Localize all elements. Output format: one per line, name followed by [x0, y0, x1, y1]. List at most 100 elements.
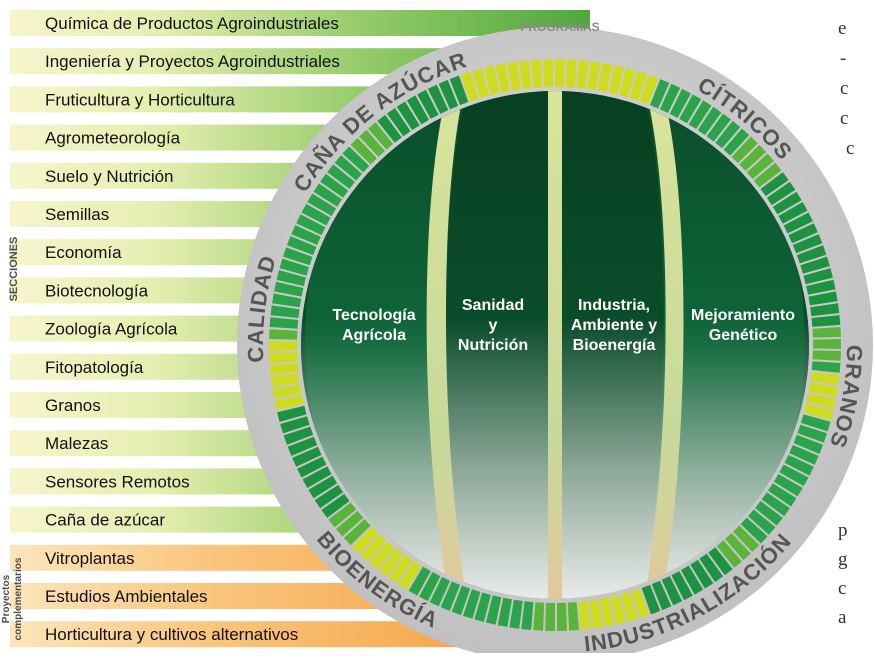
ring-segment: [368, 122, 394, 150]
ring-segment: [679, 94, 702, 124]
ring-segment: [509, 599, 523, 629]
ring-segment: [812, 327, 841, 338]
section-label: Granos: [45, 396, 101, 415]
ring-segment: [406, 95, 430, 125]
ring-segment: [334, 155, 362, 181]
ring-segment: [451, 585, 471, 616]
ring-segment: [598, 63, 613, 93]
ring-segment: [485, 595, 502, 625]
ring-segment: [797, 424, 828, 443]
complementary-project-label: Estudios Ambientales: [45, 587, 208, 606]
ring-segment: [533, 602, 545, 631]
ring-segment: [350, 137, 377, 165]
ring-segment: [359, 129, 385, 157]
ring-segment: [308, 475, 338, 499]
section-label: Fitopatología: [45, 358, 144, 377]
ring-segment: [438, 79, 459, 110]
ring-segment: [269, 352, 298, 363]
ring-segment: [272, 384, 302, 399]
ring-segment: [587, 61, 601, 91]
ring-segment: [531, 59, 543, 88]
ring-segment: [369, 541, 395, 570]
ring-segment: [773, 474, 803, 497]
ring-segment: [408, 566, 431, 596]
ring-segment: [320, 173, 349, 198]
core-area-label-industria: Ambiente y: [571, 317, 657, 334]
ring-segment: [274, 395, 304, 411]
section-label: Suelo y Nutrición: [45, 167, 174, 186]
ring-segment: [639, 74, 659, 105]
ring-segment: [269, 317, 299, 329]
ring-segment: [567, 602, 579, 631]
ring-segment: [419, 572, 441, 602]
ring-segment: [690, 559, 714, 589]
edge-text-fragment: g: [838, 549, 848, 570]
core-area-label-mejoramiento: Genético: [709, 327, 778, 344]
ring-segment: [276, 270, 306, 287]
section-label: Economía: [45, 243, 122, 262]
ring-segment: [272, 293, 302, 308]
ring-segment: [336, 510, 364, 537]
ring-segment: [688, 100, 712, 130]
ring-segment: [804, 403, 834, 420]
ring-segment: [270, 373, 300, 387]
ring-segment: [760, 172, 789, 197]
ring-segment: [699, 553, 724, 583]
ring-segment: [302, 466, 332, 488]
ring-segment: [286, 236, 317, 256]
ring-segment: [545, 602, 555, 631]
ring-segment: [610, 594, 627, 625]
ring-segment: [753, 162, 782, 188]
ring-segment: [576, 60, 589, 89]
ring-segment: [519, 60, 532, 90]
edge-text-fragment: c: [838, 578, 847, 599]
ring-segment: [328, 502, 357, 528]
ring-segment: [388, 554, 413, 584]
edge-text-fragment: c: [846, 138, 855, 159]
ring-segment: [661, 576, 683, 606]
ring-segment: [629, 71, 648, 101]
ring-segment: [269, 363, 299, 375]
ring-segment: [472, 68, 489, 99]
ring-segment: [793, 434, 824, 454]
ring-segment: [731, 136, 758, 164]
ring-segment: [739, 144, 767, 171]
ring-segment: [621, 591, 638, 622]
ring-segment: [429, 576, 451, 607]
programas-header: PROGRAMAS: [520, 20, 599, 34]
ring-segment: [270, 305, 300, 319]
ring-segment: [715, 120, 741, 149]
ring-segment: [779, 464, 809, 487]
ring-segment: [565, 59, 577, 88]
ring-segment: [462, 589, 481, 619]
ring-segment: [631, 588, 650, 619]
ring-segment: [789, 444, 819, 465]
ring-segment: [723, 128, 750, 156]
ring-segment: [671, 571, 693, 601]
sections-group-label: SECCIONES: [8, 236, 20, 302]
core-area-label-sanidad: Sanidad: [462, 297, 524, 314]
ring-segment: [810, 303, 840, 317]
ring-segment: [292, 446, 322, 467]
ring-segment: [748, 509, 776, 535]
ring-segment: [396, 101, 420, 131]
ring-segment: [811, 361, 841, 373]
ring-segment: [708, 547, 733, 576]
complementary-project-label: Vitroplantas: [45, 549, 134, 568]
ring-segment: [740, 517, 768, 544]
ring-segment: [767, 483, 797, 507]
ring-segment: [440, 581, 461, 611]
core-area-label-sanidad: Nutrición: [458, 337, 528, 354]
ring-segment: [578, 600, 591, 630]
ring-segment: [806, 393, 836, 409]
ring-segment: [521, 601, 534, 630]
ring-segments: [269, 59, 841, 631]
core-area-label-sanidad: y: [489, 317, 498, 334]
edge-text-fragment: p: [838, 520, 848, 541]
ring-segment: [449, 75, 469, 106]
ring-segment: [495, 63, 511, 93]
section-label: Ingeniería y Proyectos Agroindustriales: [45, 52, 340, 71]
core-area-label-mejoramiento: Mejoramiento: [691, 307, 795, 324]
ring-segment: [297, 456, 327, 478]
